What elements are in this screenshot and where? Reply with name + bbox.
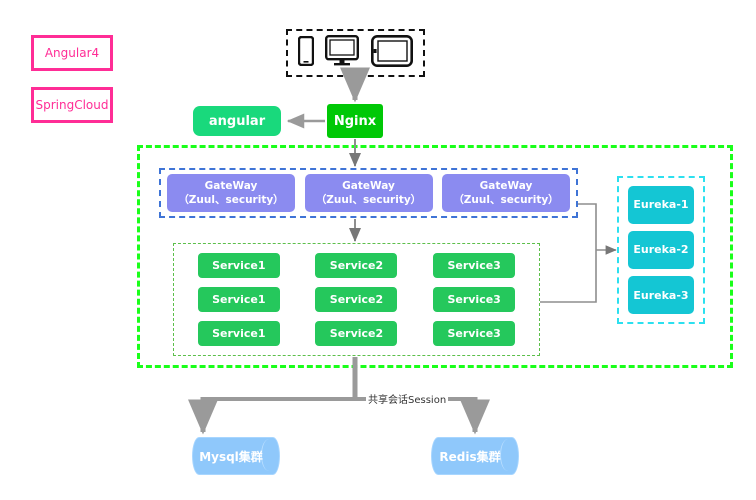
phone-icon [297,35,315,70]
node-label: Nginx [333,113,377,129]
datastore-label: Redis集群 [439,449,501,464]
eureka-registry-group: Eureka-1 Eureka-2 Eureka-3 [617,176,705,324]
legend-label: SpringCloud [35,98,109,112]
legend-item-springcloud: SpringCloud [31,87,113,123]
gateway-title: GateWay [479,179,533,192]
service-card[interactable]: Service1 [197,286,280,312]
service-card[interactable]: Service3 [433,253,516,279]
gateway-subtitle: （Zuul、security） [453,194,559,206]
legend-item-angular4: Angular4 [31,35,113,71]
node-nginx[interactable]: Nginx [327,104,383,138]
service-card[interactable]: Service1 [197,253,280,279]
eureka-label: Eureka-2 [633,243,689,257]
gateway-title: GateWay [204,179,258,192]
service-label: Service2 [329,326,384,340]
eureka-label: Eureka-3 [633,288,689,302]
service-label: Service3 [447,259,501,273]
gateway-card[interactable]: GateWay （Zuul、security） [167,174,295,212]
service-label: Service2 [329,259,384,273]
client-devices-group [286,29,425,77]
service-card[interactable]: Service2 [315,320,398,346]
gateway-group: GateWay （Zuul、security） GateWay （Zuul、se… [159,168,578,218]
service-card[interactable]: Service2 [315,286,398,312]
session-annotation: 共享会话Session [366,390,449,407]
eureka-label: Eureka-1 [633,198,689,212]
service-label: Service1 [212,292,266,306]
tablet-icon [371,34,414,71]
eureka-card[interactable]: Eureka-3 [628,276,694,315]
service-card[interactable]: Service3 [433,320,516,346]
service-card[interactable]: Service2 [315,253,398,279]
service-label: Service1 [212,259,266,273]
service-label: Service1 [212,326,266,340]
eureka-card[interactable]: Eureka-2 [628,230,694,269]
legend-label: Angular4 [44,46,100,60]
gateway-card[interactable]: GateWay （Zuul、security） [304,174,433,212]
eureka-card[interactable]: Eureka-1 [628,185,694,224]
gateway-subtitle: （Zuul、security） [315,194,422,206]
service-label: Service2 [329,292,384,306]
service-group: Service1 Service2 Service3 Service1 Serv… [173,243,540,356]
service-label: Service3 [447,326,501,340]
gateway-title: GateWay [342,179,395,192]
service-card[interactable]: Service3 [433,286,516,312]
node-label: angular [208,113,266,129]
datastore-redis[interactable]: Redis集群 [431,437,519,475]
service-label: Service3 [447,292,501,306]
datastore-mysql[interactable]: Mysql集群 [192,437,280,475]
gateway-card[interactable]: GateWay （Zuul、security） [442,174,570,212]
service-card[interactable]: Service1 [197,320,280,346]
datastore-label: Mysql集群 [199,449,263,464]
desktop-monitor-icon [325,35,360,71]
gateway-subtitle: （Zuul、security） [178,194,284,206]
node-angular[interactable]: angular [193,106,281,136]
